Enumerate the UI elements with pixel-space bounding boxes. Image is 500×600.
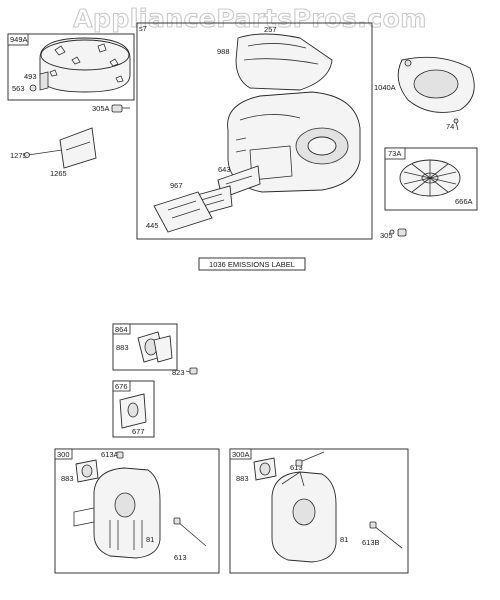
air-cleaner-cover[interactable] <box>39 37 131 93</box>
part-label-613-300A-top: 613 <box>290 463 303 472</box>
group-300: 300 613A 883 81 613 <box>54 448 220 574</box>
screw-305A[interactable] <box>111 104 130 113</box>
watermark-text: AppliancePartsPros.com <box>73 4 427 33</box>
group-864-label: 864 <box>115 325 128 334</box>
group-main-housing: s7 257 988 643 967 445 <box>136 22 373 240</box>
part-label-677: 677 <box>132 427 145 436</box>
part-label-445: 445 <box>146 221 159 230</box>
part-label-643: 643 <box>218 165 231 174</box>
part-label-305: 305 <box>380 231 393 240</box>
rotating-screen-73A[interactable] <box>399 159 461 197</box>
muffler-300[interactable] <box>73 467 161 559</box>
gasket-883-300[interactable] <box>75 459 99 483</box>
group-300A-label: 300A <box>232 450 250 459</box>
group-676-tag-box <box>112 380 131 392</box>
air-baffle-988[interactable] <box>235 33 333 91</box>
caption-box: 1036 EMISSIONS LABEL <box>198 257 306 271</box>
gasket-883-300A[interactable] <box>253 457 277 481</box>
label-445[interactable] <box>153 191 213 233</box>
group-864-frame <box>112 323 178 371</box>
group-300-tag-box <box>54 448 73 460</box>
group-300-label: 300 <box>57 450 70 459</box>
group-73A-frame <box>384 147 478 211</box>
blower-housing[interactable] <box>227 91 361 193</box>
part-label-1265: 1265 <box>50 169 67 178</box>
group-73A-label: 73A <box>388 149 401 158</box>
muffler-300A[interactable] <box>271 471 337 563</box>
stud-613-300A[interactable] <box>295 451 325 467</box>
group-864-tag-box <box>112 323 131 335</box>
part-label-1040A: 1040A <box>374 83 396 92</box>
part-74[interactable] <box>453 118 459 131</box>
screen-1040A[interactable] <box>397 56 475 113</box>
screw-305[interactable] <box>389 228 407 237</box>
part-label-81-300: 81 <box>146 535 154 544</box>
group-676-frame <box>112 380 155 438</box>
group-300-frame <box>54 448 220 574</box>
group-676: 676 677 <box>112 380 155 438</box>
part-label-81-300A: 81 <box>340 535 348 544</box>
group-949A-tag-box <box>7 33 29 46</box>
stud-613-300[interactable] <box>173 517 207 547</box>
part-label-883-300A: 883 <box>236 474 249 483</box>
bolt-1279[interactable] <box>24 149 63 158</box>
group-949A-label: 949A <box>10 35 28 44</box>
group-949A: 949A 493 563 <box>7 33 135 101</box>
part-label-823: 823 <box>172 368 185 377</box>
part-label-partial: s7 <box>139 24 147 33</box>
group-676-label: 676 <box>115 382 128 391</box>
muffler-guard-676[interactable] <box>119 393 147 429</box>
part-label-967: 967 <box>170 181 183 190</box>
screw-613A[interactable] <box>116 451 124 459</box>
part-label-613-300: 613 <box>174 553 187 562</box>
part-label-883-864: 883 <box>116 343 129 352</box>
part-label-305A: 305A <box>92 104 110 113</box>
part-label-563: 563 <box>12 84 25 93</box>
part-label-613B: 613B <box>362 538 380 547</box>
part-label-883-300: 883 <box>61 474 74 483</box>
stud-613B[interactable] <box>369 521 403 549</box>
group-73A: 73A 666A <box>384 147 478 211</box>
caption-text: 1036 EMISSIONS LABEL <box>209 260 295 269</box>
bracket-493[interactable] <box>29 71 49 92</box>
part-label-613A: 613A <box>101 450 119 459</box>
part-label-74: 74 <box>446 122 454 131</box>
group-73A-tag-box <box>384 147 406 160</box>
part-label-988: 988 <box>217 47 230 56</box>
group-864: 864 883 <box>112 323 178 371</box>
group-300A-tag-box <box>229 448 252 460</box>
part-label-257: 257 <box>264 25 277 34</box>
part-label-493: 493 <box>24 72 37 81</box>
part-label-1279: 1279 <box>10 151 27 160</box>
gasket-883[interactable] <box>137 331 173 363</box>
plate-1265[interactable] <box>59 127 97 169</box>
main-housing-frame <box>136 22 373 240</box>
part-label-666A: 666A <box>455 197 473 206</box>
group-300A-frame <box>229 448 409 574</box>
screw-823[interactable] <box>185 367 198 375</box>
group-949A-frame <box>7 33 135 101</box>
group-300A: 300A 613 883 81 613B <box>229 448 409 574</box>
